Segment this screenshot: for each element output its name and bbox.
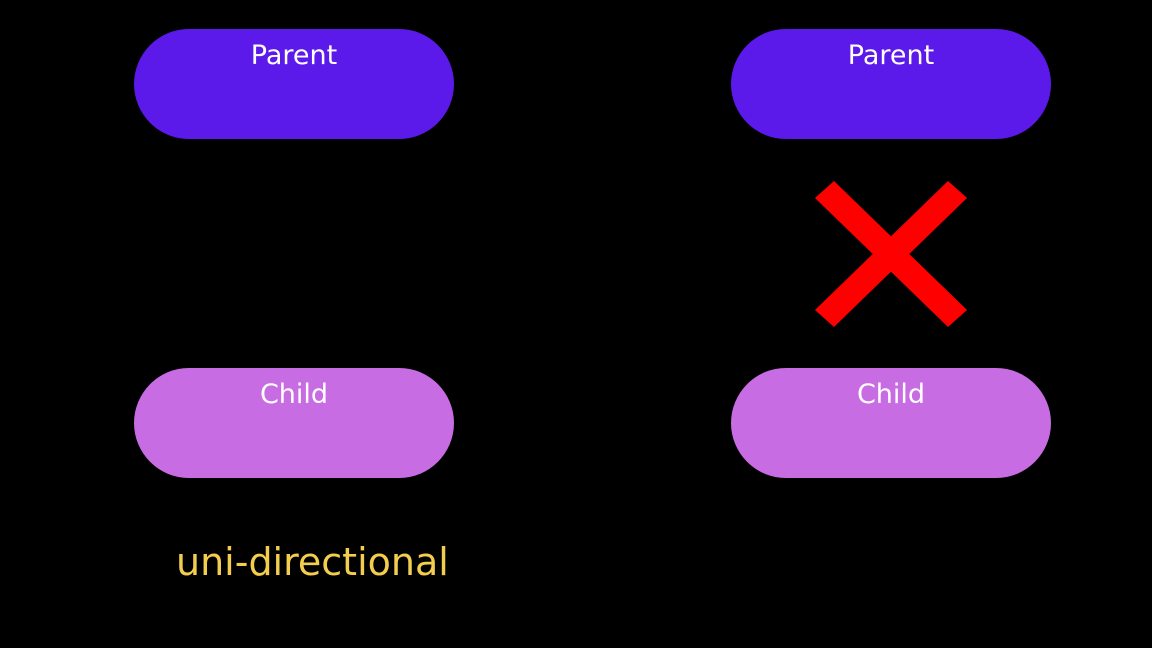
x-mark-icon <box>815 181 967 327</box>
right-parent-label: Parent <box>847 40 935 71</box>
left-child-label: Child <box>259 379 329 410</box>
left-parent-node: Parent <box>134 29 454 139</box>
cross-stroke-b <box>815 181 967 327</box>
uni-directional-caption: uni-directional <box>176 540 449 584</box>
left-parent-label: Parent <box>250 40 338 71</box>
right-child-label: Child <box>856 379 926 410</box>
right-child-node: Child <box>731 368 1051 478</box>
left-child-node: Child <box>134 368 454 478</box>
right-parent-node: Parent <box>731 29 1051 139</box>
